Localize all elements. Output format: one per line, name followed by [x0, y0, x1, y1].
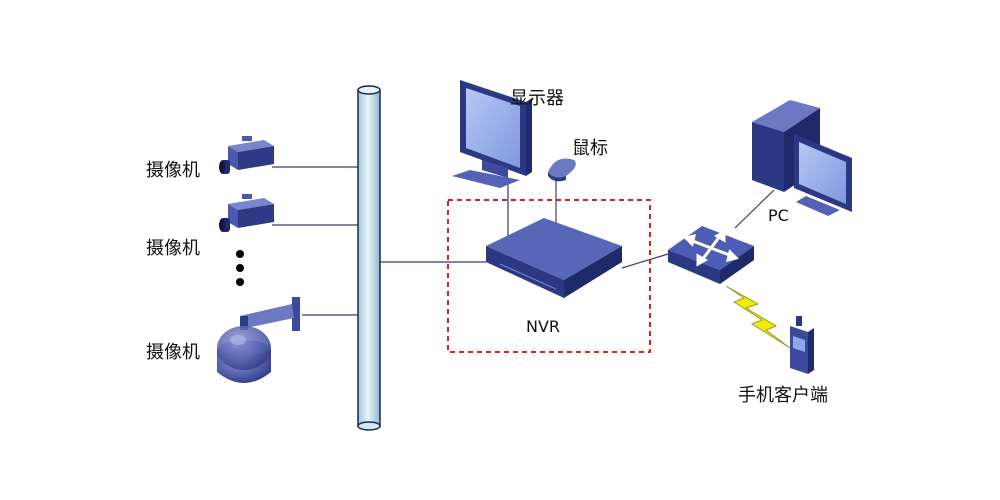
monitor-label: 显示器 — [510, 88, 564, 109]
mouse-icon — [548, 158, 576, 182]
nvr-highlight-box — [447, 199, 651, 353]
box-camera-icon — [219, 194, 274, 232]
mobile-phone-icon — [790, 316, 814, 374]
monitor-icon — [452, 80, 532, 188]
nvr-recorder-icon — [486, 218, 622, 298]
network-bus — [357, 85, 381, 431]
connections — [272, 166, 775, 316]
lightning-bolt-icon — [725, 285, 791, 349]
dome-camera-icon — [217, 297, 300, 383]
mouse-label: 鼠标 — [572, 138, 608, 159]
camera-2-label: 摄像机 — [146, 238, 200, 259]
camera-3-label: 摄像机 — [146, 342, 200, 363]
desktop-pc-icon — [752, 100, 852, 216]
nvr-to-switch-link — [621, 253, 669, 269]
nvr-label: NVR — [526, 317, 561, 336]
pc-label: PC — [768, 206, 789, 225]
mobile-client-label: 手机客户端 — [738, 385, 828, 406]
more-cameras-ellipsis — [236, 250, 244, 286]
box-camera-icon — [219, 136, 274, 174]
switch-to-pc-link — [734, 189, 775, 229]
network-switch-icon — [668, 226, 754, 284]
camera-1-label: 摄像机 — [146, 160, 200, 181]
